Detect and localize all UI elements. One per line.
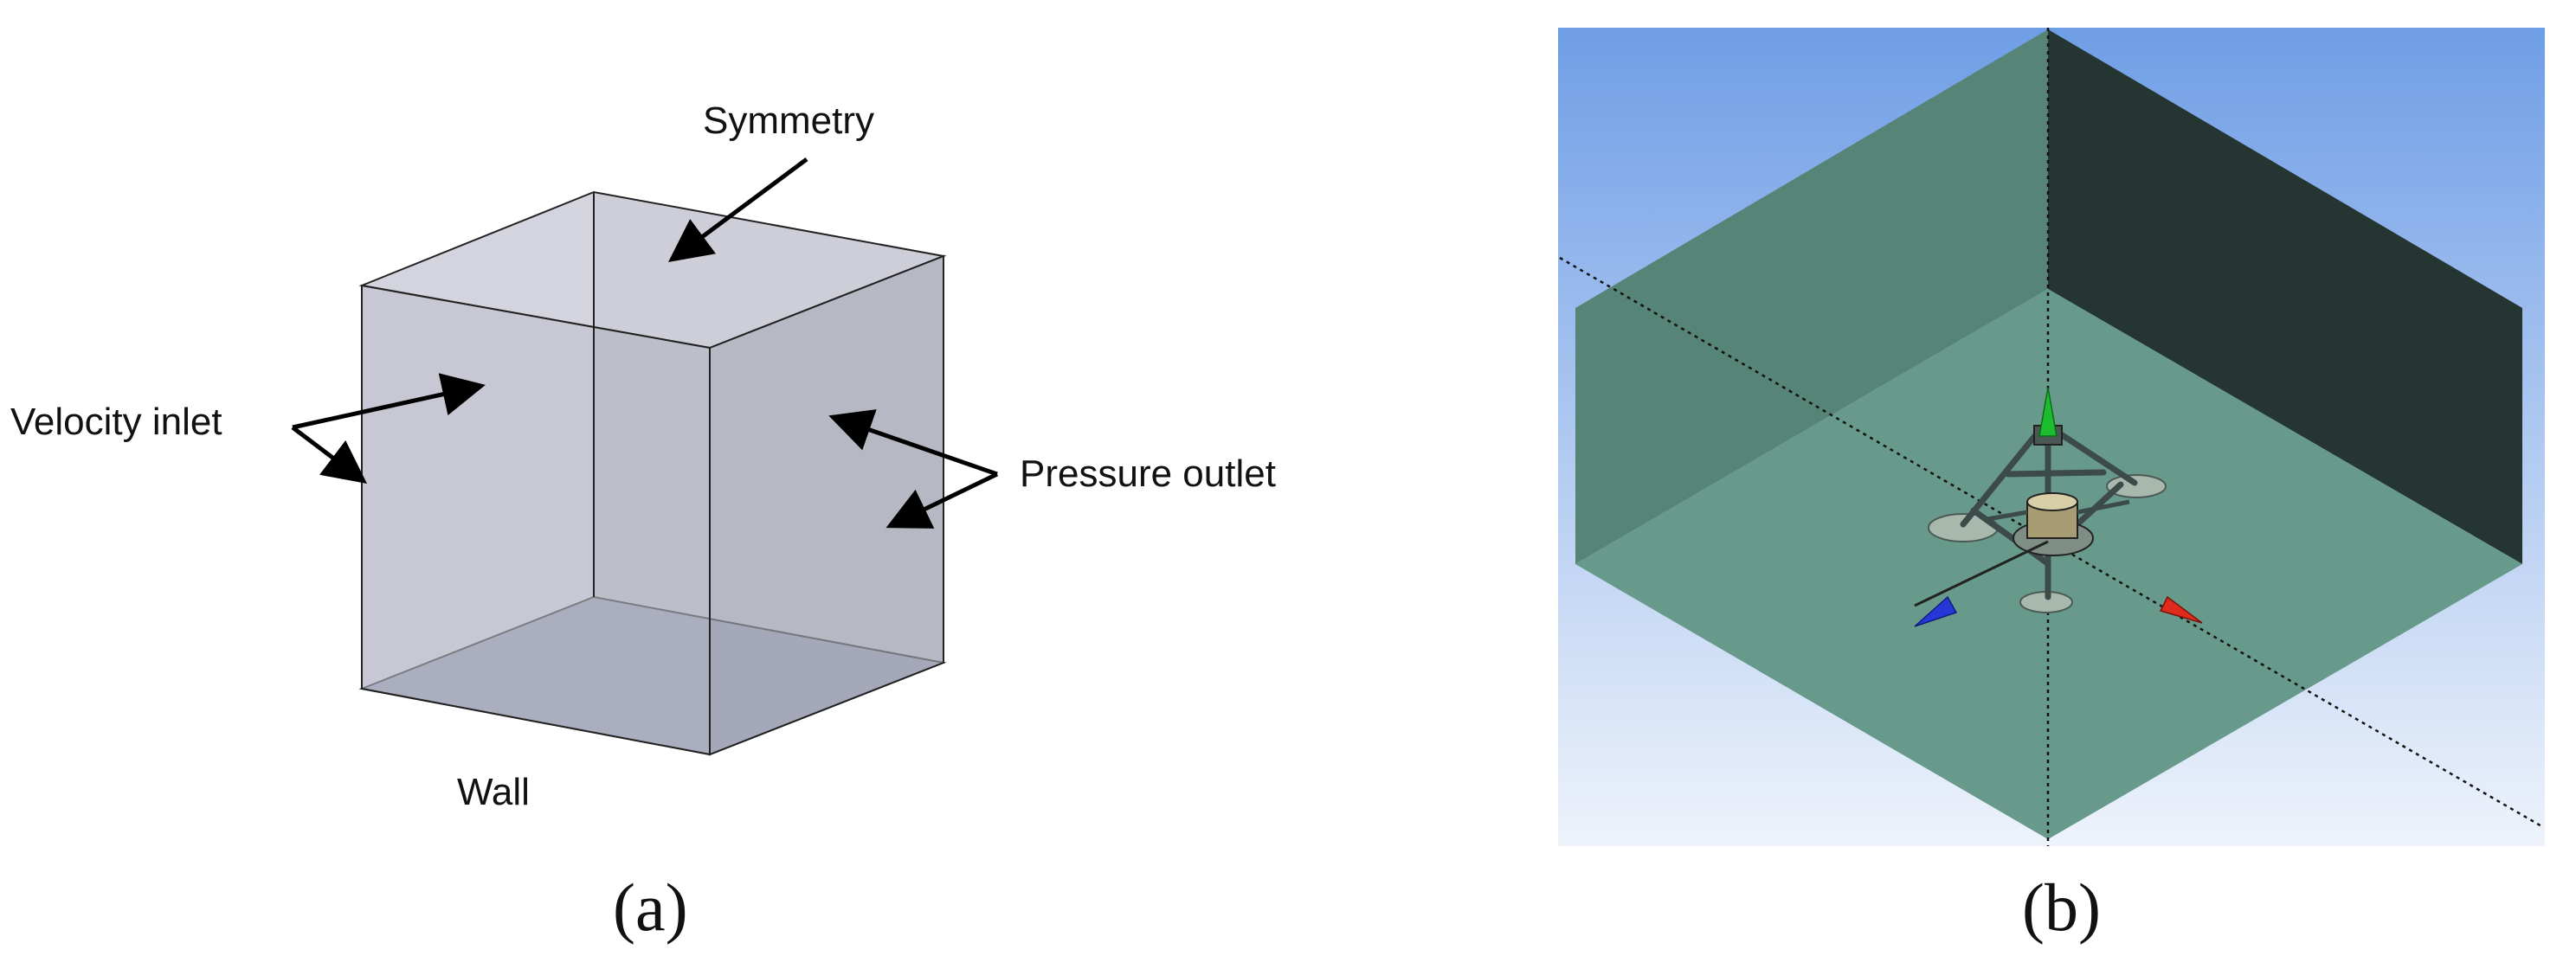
symmetry-arrow — [667, 157, 808, 262]
axis-y-arrow — [2038, 387, 2058, 437]
pressure-outlet-arrow-1 — [828, 409, 998, 477]
domain-box-diagram — [291, 157, 999, 756]
domain-render-viewport — [1558, 28, 2545, 846]
axis-z-arrow — [1914, 595, 1958, 627]
velocity-inlet-arrow-2 — [291, 426, 367, 484]
structure-base-pad — [2106, 474, 2167, 498]
pressure-outlet-arrow-2 — [886, 472, 999, 529]
symmetry-label: Symmetry — [703, 99, 874, 142]
domain-left-wall — [1575, 29, 2048, 564]
wall-label: Wall — [457, 771, 530, 813]
triad-z-line — [1914, 540, 2049, 607]
dotted-diagonal-axis — [1559, 256, 2544, 829]
turbine-unit — [1987, 492, 2130, 556]
caption-a: (a) — [613, 870, 688, 945]
axis-x-arrow — [2159, 595, 2203, 624]
box-front-right-face — [709, 254, 944, 756]
box-front-left-face — [361, 284, 711, 756]
caption-b: (b) — [2022, 870, 2101, 945]
velocity-inlet-label: Velocity inlet — [10, 401, 222, 443]
panel-a-boundary-schematic: Symmetry Velocity inlet Pressure outlet … — [10, 99, 1276, 945]
panel-b-3d-domain-render: (b) — [1523, 0, 2576, 969]
domain-right-wall — [2048, 29, 2522, 564]
pressure-outlet-label: Pressure outlet — [1020, 452, 1276, 495]
velocity-inlet-arrow-1 — [292, 373, 486, 430]
